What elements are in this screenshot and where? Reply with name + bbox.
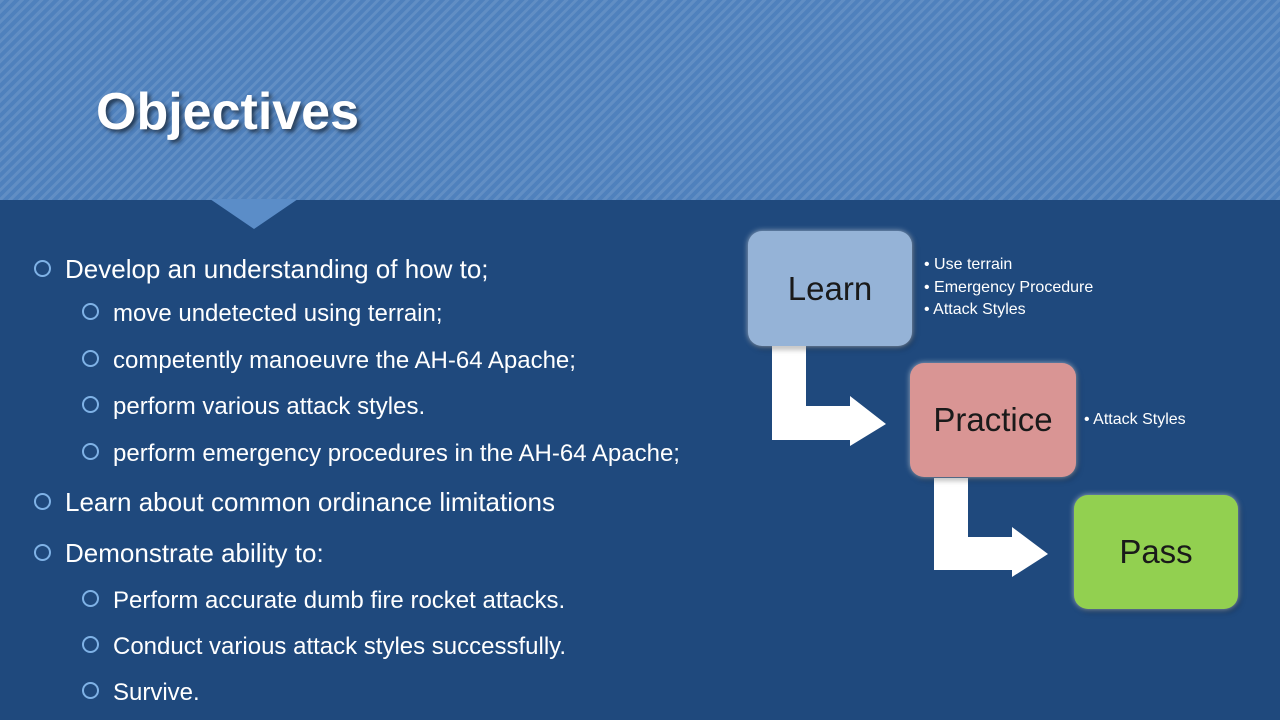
ring-bullet-icon [82, 590, 99, 608]
bullet-text: Demonstrate ability to: [65, 538, 324, 568]
banner-pointer [210, 199, 298, 229]
sub-bullet-item: move undetected using terrain; [82, 300, 443, 328]
sub-bullet-item: competently manoeuvre the AH-64 Apache; [82, 347, 576, 375]
ring-bullet-icon [34, 543, 51, 561]
pass-box: Pass [1074, 495, 1238, 609]
learn-label: Learn [787, 269, 873, 307]
sub-bullet-item: perform various attack styles. [82, 393, 425, 421]
practice-box: Practice [910, 363, 1076, 477]
bullet-text: Develop an understanding of how to; [65, 254, 489, 284]
bullet-text: Survive. [113, 679, 200, 706]
bent-arrow-learn-to-practice [772, 346, 886, 446]
sub-bullet-item: perform emergency procedures in the AH-6… [82, 440, 680, 468]
learn-detail: • Use terrain [924, 256, 1013, 273]
bullet-text: perform emergency procedures in the AH-6… [113, 440, 680, 467]
sub-bullet-item: Perform accurate dumb fire rocket attack… [82, 587, 565, 615]
ring-bullet-icon [82, 443, 99, 461]
practice-detail: • Attack Styles [1084, 411, 1186, 428]
bullet-text: Perform accurate dumb fire rocket attack… [113, 587, 566, 614]
bullet-text: competently manoeuvre the AH-64 Apache; [113, 347, 576, 374]
bullet-item: Learn about common ordinance limitations [34, 487, 555, 518]
ring-bullet-icon [34, 492, 51, 510]
learn-box: Learn [748, 231, 912, 346]
bullet-text: move undetected using terrain; [113, 300, 443, 327]
ring-bullet-icon [34, 259, 51, 277]
pass-label: Pass [1119, 533, 1193, 570]
bent-arrow-practice-to-pass [934, 478, 1048, 577]
ring-bullet-icon [82, 350, 99, 368]
practice-label: Practice [933, 401, 1053, 438]
ring-bullet-icon [82, 303, 99, 321]
learn-detail: • Emergency Procedure [924, 279, 1094, 296]
ring-bullet-icon [82, 636, 99, 654]
sub-bullet-item: Survive. [82, 679, 200, 707]
slide-title: Objectives [96, 83, 360, 141]
bullet-item: Develop an understanding of how to; [34, 254, 489, 285]
sub-bullet-item: Conduct various attack styles successful… [82, 633, 566, 661]
title-banner [0, 0, 1280, 200]
bullet-text: Learn about common ordinance limitations [65, 487, 555, 517]
bullet-item: Demonstrate ability to: [34, 538, 324, 569]
learn-detail: • Attack Styles [924, 301, 1026, 318]
bullet-text: Conduct various attack styles successful… [113, 633, 567, 660]
ring-bullet-icon [82, 682, 99, 700]
bullet-text: perform various attack styles. [113, 393, 426, 420]
ring-bullet-icon [82, 396, 99, 414]
